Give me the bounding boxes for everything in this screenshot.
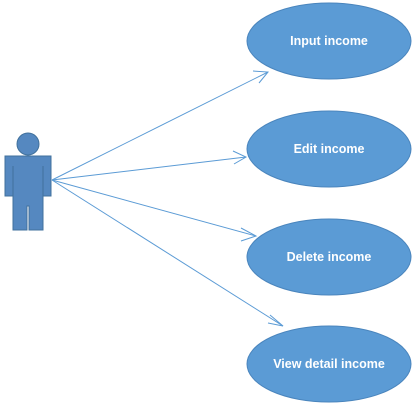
use-case-ellipse <box>246 110 412 188</box>
use-case-label: View detail income <box>273 357 385 371</box>
connectors <box>51 70 284 327</box>
actor[interactable] <box>4 132 52 231</box>
use-case-view-detail-income[interactable]: View detail income <box>246 325 412 403</box>
connector-input-income <box>51 70 270 181</box>
use-case-label: Input income <box>290 34 368 48</box>
use-case-ellipse <box>246 2 412 80</box>
use-case-input-income[interactable]: Input income <box>246 2 412 80</box>
connector-delete-income <box>51 179 258 242</box>
use-case-ellipse <box>246 218 412 296</box>
use-case-edit-income[interactable]: Edit income <box>246 110 412 188</box>
use-case-delete-income[interactable]: Delete income <box>246 218 412 296</box>
use-case-ellipse <box>246 325 412 403</box>
actor-head <box>16 132 40 156</box>
actor-body <box>4 155 52 231</box>
use-case-label: Delete income <box>287 250 372 264</box>
person-icon <box>4 132 52 231</box>
use-case-label: Edit income <box>294 142 365 156</box>
connector-edit-income <box>51 150 248 181</box>
connector-view-detail-income <box>51 179 284 327</box>
